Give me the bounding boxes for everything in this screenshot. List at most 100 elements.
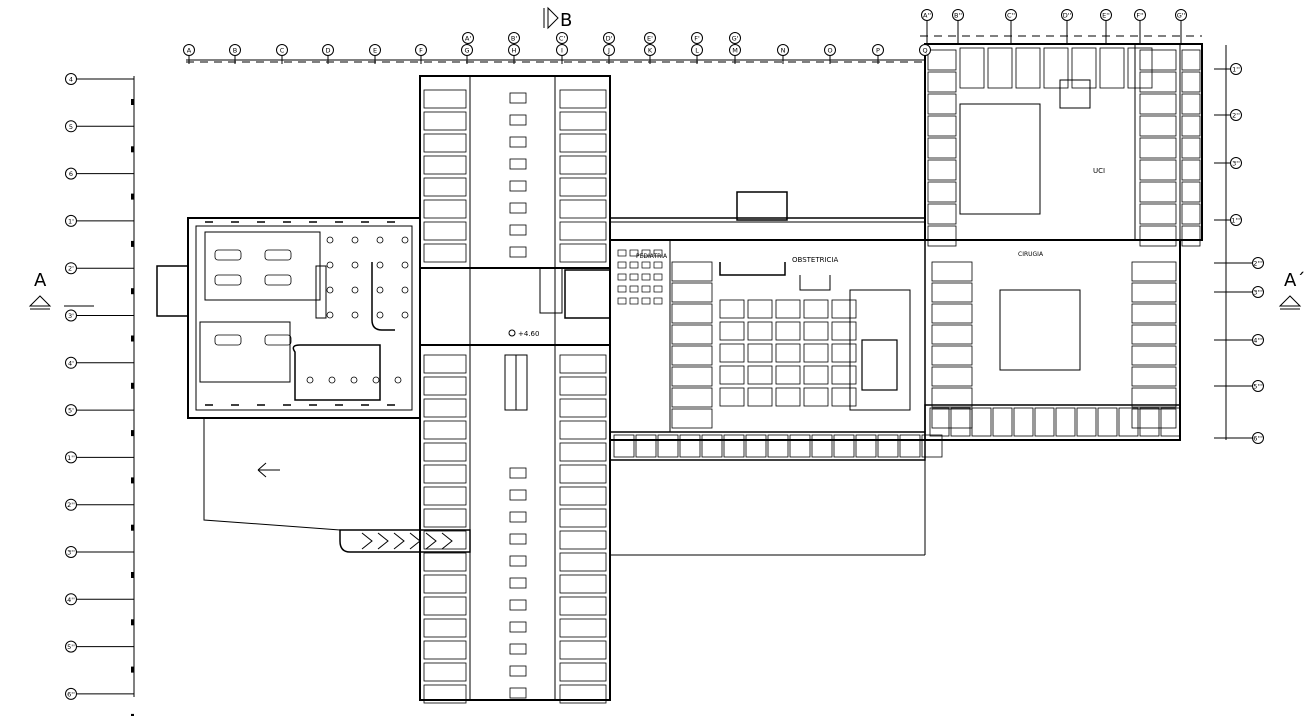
room-cell: [559, 464, 607, 484]
room-cell: [775, 387, 801, 407]
bed: [509, 114, 527, 126]
room-cell: [671, 408, 713, 429]
room-cell: [971, 407, 992, 437]
room-cell: [992, 407, 1013, 437]
room-cell: [1139, 137, 1177, 159]
table: [328, 376, 336, 384]
room-cell: [1139, 159, 1177, 181]
room-cell: [1181, 49, 1201, 71]
table: [326, 286, 334, 294]
bed: [509, 577, 527, 589]
west-wing: [156, 217, 421, 419]
room-cell: [423, 133, 467, 153]
grid-bubble-right-6-label: 4''': [1253, 337, 1263, 345]
room-cell: [1131, 324, 1177, 345]
room-cell: [927, 137, 957, 159]
grid-bubble-top-o-label: O: [827, 47, 832, 55]
top-grid-line: [186, 35, 1202, 63]
grid-bubble-top3-1: B'': [952, 9, 964, 21]
room-cell: [1131, 261, 1177, 282]
room-cell: [950, 407, 971, 437]
grid-mark: [131, 572, 134, 578]
grid-bubble-top-a: A: [183, 44, 195, 56]
grid-bubble-left-1: 5: [65, 120, 77, 133]
grid-mark: [131, 619, 134, 626]
room-cell: [1131, 387, 1177, 408]
table: [351, 261, 359, 269]
room-cell: [423, 464, 467, 484]
grid-bubble-top3-2-label: C'': [1007, 12, 1015, 20]
grid-bubble-top2-0-label: A': [465, 35, 471, 43]
grid-bubble-top3-3-label: D'': [1063, 12, 1072, 20]
grid-bubble-top2-2-label: C': [559, 35, 566, 43]
bed: [509, 180, 527, 192]
grid-bubble-top3-6: G'': [1175, 9, 1187, 21]
room-cell: [423, 552, 467, 572]
central-south-wing: [419, 344, 611, 701]
table: [376, 311, 384, 319]
grid-bubble-left-12-label: 5'': [67, 643, 75, 651]
room-cell: [831, 321, 857, 341]
grid-bubble-top2-5: F': [691, 32, 703, 44]
room-cell: [559, 420, 607, 440]
room-cell: [803, 321, 829, 341]
section-mark-top: B: [543, 6, 572, 31]
room-cell: [423, 486, 467, 506]
grid-bubble-left-13: 6'': [65, 687, 77, 700]
grid-bubble-top-q: Q: [919, 44, 931, 56]
bed: [509, 511, 527, 523]
room-cell: [423, 354, 467, 374]
room-cell: [747, 299, 773, 319]
grid-bubble-top-c-label: C: [280, 47, 285, 55]
room-cell: [423, 508, 467, 528]
room-cell: [931, 261, 973, 282]
central-rooms: [423, 89, 607, 704]
room-cell: [559, 640, 607, 660]
table: [326, 311, 334, 319]
table: [376, 261, 384, 269]
room-cell: [831, 299, 857, 319]
room-cell: [423, 442, 467, 462]
grid-mark: [131, 713, 134, 716]
room-cell: [927, 115, 957, 137]
section-mark-left-label: A: [34, 270, 47, 291]
grid-bubble-left-2-label: 6: [69, 170, 73, 178]
grid-bubble-left-12: 5'': [65, 640, 77, 653]
grid-mark: [131, 99, 134, 105]
grid-bubble-top3-0: A'': [921, 9, 933, 21]
room-cell: [775, 343, 801, 363]
room-cell: [931, 387, 973, 408]
room-cell: [803, 299, 829, 319]
grid-bubble-left-5: 3': [65, 309, 77, 322]
room-cell: [423, 530, 467, 550]
grid-bubble-top3-6-label: G'': [1177, 12, 1186, 20]
grid-bubble-left-4: 2': [65, 262, 77, 275]
grid-bubble-top2-0: A': [462, 32, 474, 44]
bed: [509, 246, 527, 258]
bed: [617, 285, 627, 293]
room-cell: [789, 434, 811, 458]
room-cell: [671, 303, 713, 324]
room-cell: [559, 177, 607, 197]
grid-bubble-top3-2: C'': [1005, 9, 1017, 21]
grid-bubble-left-9-label: 2'': [67, 501, 75, 509]
grid-bubble-right-1: 2'': [1230, 109, 1242, 121]
grid-bubble-top-l-label: L: [695, 47, 699, 55]
room-cell: [1099, 47, 1125, 89]
room-cell: [559, 398, 607, 418]
room-cell: [559, 552, 607, 572]
room-cell: [723, 434, 745, 458]
room-cell: [931, 282, 973, 303]
room-cell: [747, 387, 773, 407]
grid-bubble-top-f: F: [415, 44, 427, 56]
bed: [509, 202, 527, 214]
ramp: [203, 418, 471, 553]
bed: [641, 285, 651, 293]
grid-bubble-top-m-label: M: [732, 47, 738, 55]
grid-bubble-left-0-label: 4: [69, 76, 73, 84]
uci-block: [924, 43, 1203, 241]
grid-mark: [131, 240, 134, 247]
grid-mark: [131, 288, 134, 295]
level-marker: +4.60: [508, 329, 539, 338]
room-cell: [423, 221, 467, 241]
